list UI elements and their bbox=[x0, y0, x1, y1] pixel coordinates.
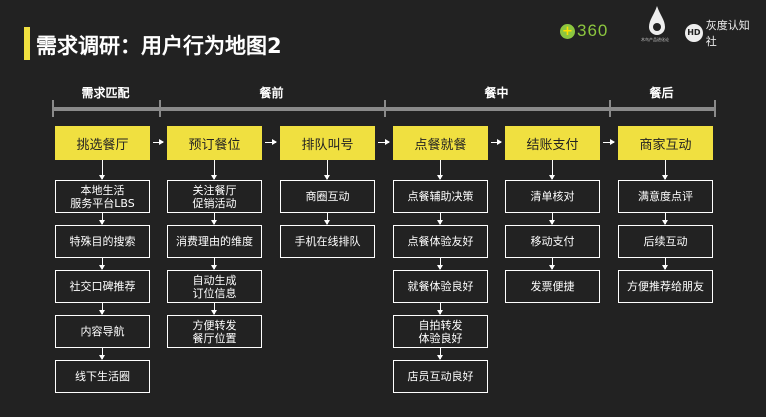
arrow-right-icon bbox=[378, 139, 390, 145]
arrow-right-icon bbox=[491, 139, 502, 145]
touchpoint-box: 清单核对 bbox=[505, 180, 600, 213]
hd-icon: HD bbox=[685, 24, 703, 42]
touchpoint-box: 点餐体验友好 bbox=[393, 225, 488, 258]
arrow-down-icon bbox=[211, 258, 217, 270]
phase-label: 需求匹配 bbox=[81, 86, 130, 100]
phase-label: 餐后 bbox=[649, 86, 674, 100]
arrow-down-icon bbox=[211, 213, 217, 225]
logo-drop: 木鸟产品进化论 bbox=[641, 5, 669, 45]
touchpoint-box: 商圈互动 bbox=[280, 180, 375, 213]
arrow-down-icon bbox=[549, 160, 555, 180]
arrow-down-icon bbox=[662, 258, 668, 270]
touchpoint-box: 方便转发 餐厅位置 bbox=[167, 315, 262, 348]
arrow-right-icon bbox=[153, 139, 164, 145]
arrow-down-icon bbox=[437, 213, 443, 225]
touchpoint-box: 自拍转发 体验良好 bbox=[393, 315, 488, 348]
logo-hd: HD 灰度认知社 bbox=[685, 17, 760, 49]
drop-icon bbox=[649, 6, 665, 35]
timeline-tick bbox=[52, 100, 54, 117]
touchpoint-box: 店员互动良好 bbox=[393, 360, 488, 393]
timeline-tick bbox=[384, 100, 386, 117]
arrow-down-icon bbox=[437, 303, 443, 315]
stage-box: 挑选餐厅 bbox=[55, 126, 150, 160]
arrow-down-icon bbox=[324, 213, 330, 225]
arrow-down-icon bbox=[99, 258, 105, 270]
touchpoint-box: 内容导航 bbox=[55, 315, 150, 348]
touchpoint-box: 社交口碑推荐 bbox=[55, 270, 150, 303]
arrow-down-icon bbox=[549, 213, 555, 225]
logo-group: + 360 木鸟产品进化论 HD 灰度认知社 bbox=[560, 5, 760, 48]
touchpoint-box: 特殊目的搜索 bbox=[55, 225, 150, 258]
timeline-bar bbox=[52, 107, 715, 111]
arrow-right-icon bbox=[265, 139, 277, 145]
touchpoint-box: 满意度点评 bbox=[618, 180, 713, 213]
touchpoint-box: 点餐辅助决策 bbox=[393, 180, 488, 213]
stage-box: 点餐就餐 bbox=[393, 126, 488, 160]
logo-360: + 360 bbox=[560, 21, 608, 41]
arrow-down-icon bbox=[437, 258, 443, 270]
arrow-down-icon bbox=[662, 160, 668, 180]
phase-label: 餐前 bbox=[259, 86, 284, 100]
arrow-down-icon bbox=[437, 160, 443, 180]
phase-label: 餐中 bbox=[484, 86, 509, 100]
stage-box: 商家互动 bbox=[618, 126, 713, 160]
touchpoint-box: 移动支付 bbox=[505, 225, 600, 258]
arrow-down-icon bbox=[211, 160, 217, 180]
plus-icon: + bbox=[560, 23, 575, 39]
touchpoint-box: 方便推荐给朋友 bbox=[618, 270, 713, 303]
arrow-down-icon bbox=[211, 303, 217, 315]
arrow-down-icon bbox=[99, 303, 105, 315]
touchpoint-box: 消费理由的维度 bbox=[167, 225, 262, 258]
touchpoint-box: 就餐体验良好 bbox=[393, 270, 488, 303]
touchpoint-box: 发票便捷 bbox=[505, 270, 600, 303]
arrow-down-icon bbox=[99, 160, 105, 180]
timeline-tick bbox=[609, 100, 611, 117]
touchpoint-box: 本地生活 服务平台LBS bbox=[55, 180, 150, 213]
arrow-down-icon bbox=[99, 348, 105, 360]
arrow-down-icon bbox=[437, 348, 443, 360]
page-title: 需求调研：用户行为地图2 bbox=[36, 34, 282, 58]
timeline-tick bbox=[714, 100, 716, 117]
stage-box: 排队叫号 bbox=[280, 126, 375, 160]
touchpoint-box: 自动生成 订位信息 bbox=[167, 270, 262, 303]
timeline-tick bbox=[159, 100, 161, 117]
title-accent-bar bbox=[24, 27, 30, 60]
stage-box: 预订餐位 bbox=[167, 126, 262, 160]
arrow-down-icon bbox=[662, 213, 668, 225]
arrow-down-icon bbox=[324, 160, 330, 180]
touchpoint-box: 后续互动 bbox=[618, 225, 713, 258]
arrow-down-icon bbox=[99, 213, 105, 225]
stage-box: 结账支付 bbox=[505, 126, 600, 160]
touchpoint-box: 关注餐厅 促销活动 bbox=[167, 180, 262, 213]
touchpoint-box: 线下生活圈 bbox=[55, 360, 150, 393]
touchpoint-box: 手机在线排队 bbox=[280, 225, 375, 258]
arrow-down-icon bbox=[549, 258, 555, 270]
arrow-right-icon bbox=[603, 139, 615, 145]
